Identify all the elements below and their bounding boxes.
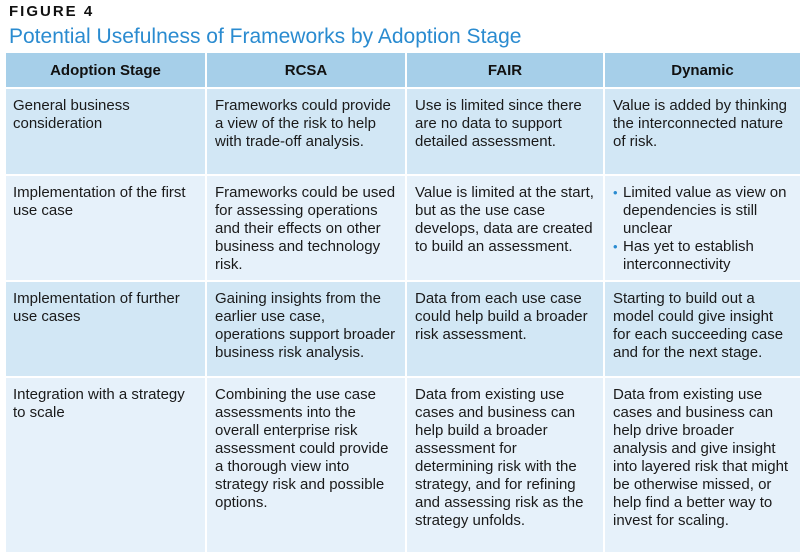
figure-label: FIGURE 4	[9, 3, 95, 20]
table-row: General business consideration Framework…	[6, 88, 800, 176]
dynamic-cell: Value is added by thinking the interconn…	[604, 88, 800, 176]
frameworks-table: Adoption Stage RCSA FAIR Dynamic General…	[6, 53, 800, 554]
fair-cell: Use is limited since there are no data t…	[406, 88, 605, 176]
dynamic-cell: • Limited value as view on dependencies i…	[604, 175, 800, 282]
dynamic-cell: Starting to build out a model could give…	[604, 281, 800, 378]
bullet-text: Has yet to establish interconnectivity	[623, 238, 754, 273]
bullet-icon: •	[613, 185, 618, 200]
fair-cell: Value is limited at the start, but as th…	[406, 175, 605, 282]
stage-cell: Implementation of the first use case	[6, 175, 207, 282]
dynamic-bullet-list: • Limited value as view on dependencies i…	[613, 184, 792, 274]
list-item: • Limited value as view on dependencies i…	[613, 184, 792, 238]
rcsa-cell: Combining the use case assessments into …	[206, 377, 407, 554]
stage-cell: General business consideration	[6, 88, 207, 176]
dynamic-cell: Data from existing use cases and busines…	[604, 377, 800, 554]
header-row: Adoption Stage RCSA FAIR Dynamic	[6, 53, 800, 89]
table-row: Implementation of further use cases Gain…	[6, 281, 800, 378]
stage-cell: Implementation of further use cases	[6, 281, 207, 378]
bullet-icon: •	[613, 239, 618, 254]
table-row: Implementation of the first use case Fra…	[6, 175, 800, 282]
table-row: Integration with a strategy to scale Com…	[6, 377, 800, 554]
header-adoption-stage: Adoption Stage	[6, 53, 207, 89]
header-dynamic: Dynamic	[604, 53, 800, 89]
fair-cell: Data from existing use cases and busines…	[406, 377, 605, 554]
header-fair: FAIR	[406, 53, 605, 89]
fair-cell: Data from each use case could help build…	[406, 281, 605, 378]
rcsa-cell: Frameworks could be used for assessing o…	[206, 175, 407, 282]
rcsa-cell: Frameworks could provide a view of the r…	[206, 88, 407, 176]
stage-cell: Integration with a strategy to scale	[6, 377, 207, 554]
figure-title: Potential Usefulness of Frameworks by Ad…	[9, 25, 522, 48]
header-rcsa: RCSA	[206, 53, 407, 89]
list-item: • Has yet to establish interconnectivity	[613, 238, 792, 274]
bullet-text: Limited value as view on dependencies is…	[623, 184, 787, 237]
rcsa-cell: Gaining insights from the earlier use ca…	[206, 281, 407, 378]
